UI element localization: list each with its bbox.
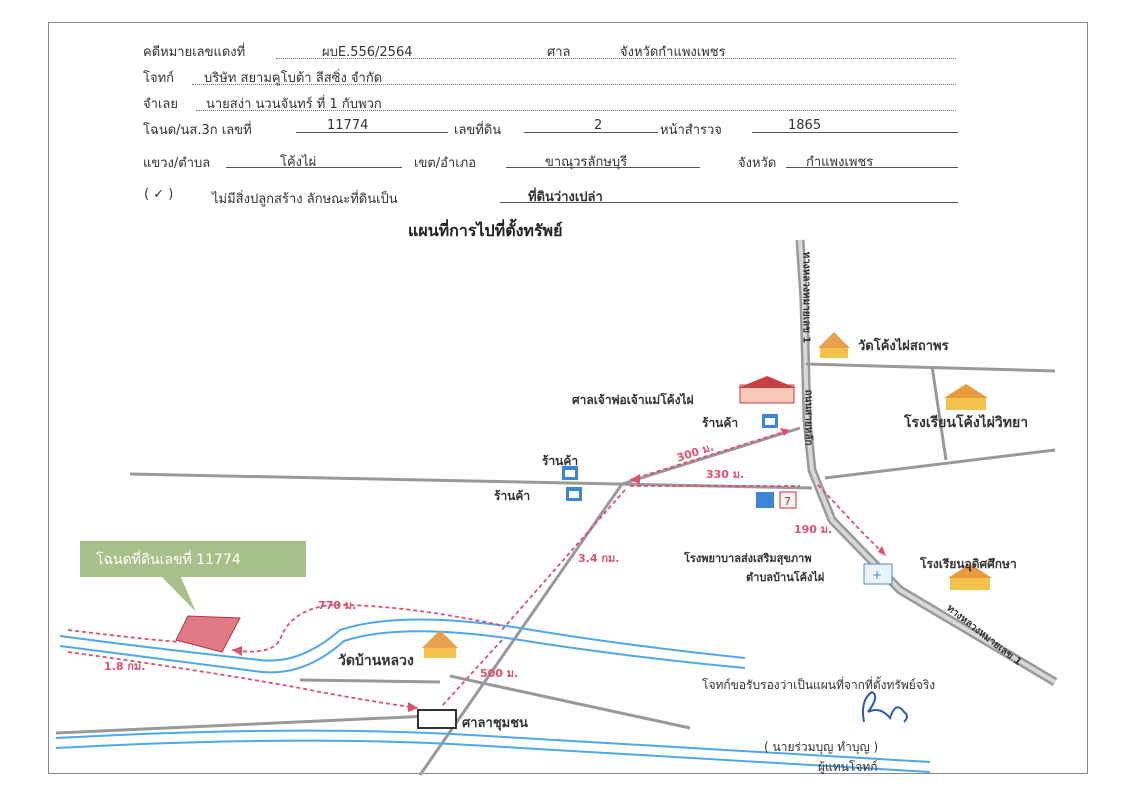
- sala-marker: [417, 709, 457, 729]
- shop-label-3: ร้านค้า: [494, 489, 531, 503]
- subdistrict-label: แขวง/ตำบล: [143, 156, 211, 171]
- hospital-label-2: ตำบลบ้านโค้งไผ่: [746, 571, 825, 584]
- distance-330: 330 ม.: [706, 468, 745, 481]
- school-kong-phai-label: โรงเรียนโค้งไผ่วิทยา: [904, 415, 1029, 431]
- deed-no: 11774: [327, 118, 369, 133]
- court-label: ศาล: [547, 45, 571, 60]
- land-no: 2: [594, 118, 603, 133]
- road-top-right: [805, 362, 1056, 373]
- svg-text:7: 7: [784, 495, 791, 508]
- distance-500: 500 ม.: [480, 667, 519, 680]
- school-icon: [944, 384, 988, 410]
- road-horizontal: [129, 472, 813, 490]
- shop-label-1: ร้านค้า: [702, 416, 739, 430]
- case-row: คดีหมายเลขแดงที่: [143, 41, 245, 62]
- road-school: [930, 365, 948, 461]
- callout-label: โฉนดที่ดินเลขที่ 11774: [96, 552, 241, 568]
- deed-label: โฉนด/นส.3ก เลขที่: [143, 123, 252, 138]
- signer-role: ผู้แทนโจทก์: [818, 760, 878, 774]
- province-line: [786, 167, 958, 168]
- distance-1-8km: 1.8 กม.: [104, 660, 146, 673]
- district-line: [506, 167, 700, 168]
- callout-box: [80, 541, 306, 577]
- temple-icon: [422, 630, 458, 658]
- canal-upper: [59, 618, 746, 662]
- case-no: ผบE.556/2564: [322, 45, 413, 60]
- district-value: ขาณุวรลักษบุรี: [545, 155, 628, 170]
- distance-770: 770 ม.: [318, 599, 357, 612]
- store-icon: 7: [756, 491, 797, 509]
- land-no-label: เลขที่ดิน: [454, 123, 502, 138]
- check-mark: ( ✓ ): [144, 187, 174, 202]
- distance-190: 190 ม.: [794, 523, 833, 536]
- road-wat-lower: [449, 674, 691, 730]
- school-icon: [948, 564, 992, 590]
- shop-icon: [566, 487, 582, 501]
- subdistrict-value: โค้งไผ่: [280, 155, 317, 170]
- wat-ban-luang-label: วัดบ้านหลวง: [338, 653, 414, 669]
- shop-label-2: ร้านค้า: [542, 454, 579, 468]
- deed-line-1: [296, 132, 448, 133]
- deed-line-3: [752, 132, 958, 133]
- road-shrine: [621, 426, 801, 486]
- road-label-top: ทางหลวงหมายเลข 1: [800, 251, 812, 344]
- shrine-label: ศาลเจ้าพ่อเจ้าแม่โค้งไผ่: [572, 393, 694, 407]
- route-3-4km: [499, 489, 626, 633]
- no-building-text: ไม่มีสิ่งปลูกสร้าง ลักษณะที่ดินเป็น: [212, 192, 398, 207]
- signer-name: ( นายร่วมบุญ ทำบุญ ): [764, 740, 879, 754]
- land-type-line: [500, 202, 958, 203]
- wat-kong-phai-label: วัดโค้งไผ่สถาพร: [858, 339, 949, 354]
- district-label: เขต/อำเภอ: [414, 156, 477, 171]
- road-label-mid: ถนนสายหลัก: [802, 389, 814, 446]
- road-bottom-left: [55, 714, 431, 735]
- defendant-value: นายสง่า นวนจันทร์ ที่ 1 กับพวก: [206, 97, 382, 112]
- temple-icon: [818, 332, 850, 358]
- land-type: ที่ดินว่างเปล่า: [528, 190, 603, 205]
- shop-icon: [762, 414, 778, 428]
- route-1-8km: [67, 629, 419, 709]
- survey-label: หน้าสำรวจ: [660, 123, 722, 138]
- shrine-icon: [738, 376, 796, 404]
- distance-3-4km: 3.4 กม.: [578, 552, 620, 565]
- route-770: [231, 604, 501, 653]
- certify-text: โจทก์ขอรับรองว่าเป็นแผนที่จากที่ตั้งทรัพ…: [702, 678, 936, 692]
- court-value: จังหวัดกำแพงเพชร: [620, 45, 726, 60]
- case-label: คดีหมายเลขแดงที่: [143, 45, 246, 60]
- case-line: [276, 58, 956, 59]
- land-plot: [175, 615, 241, 653]
- shop-icon: [562, 466, 578, 480]
- map-title: แผนที่การไปที่ตั้งทรัพย์: [408, 221, 563, 240]
- callout-pointer: [160, 575, 196, 612]
- survey-no: 1865: [788, 118, 822, 133]
- deed-line-2: [524, 132, 658, 133]
- hospital-icon: +: [863, 563, 893, 585]
- subdistrict-line: [226, 167, 402, 168]
- province-label: จังหวัด: [738, 156, 777, 171]
- road-right-branch: [824, 448, 1056, 480]
- hospital-label-1: โรงพยาบาลส่งเสริมสุขภาพ: [684, 552, 812, 565]
- province-value: กำแพงเพชร: [806, 155, 874, 170]
- road-left-lower: [299, 678, 441, 684]
- highway-road: [795, 239, 1058, 686]
- sala-label: ศาลาชุมชน: [462, 716, 528, 731]
- route-190: [817, 484, 887, 557]
- document-frame: [48, 22, 1088, 774]
- svg-text:+: +: [872, 568, 882, 582]
- plaintiff-label: โจทก์: [143, 71, 175, 86]
- defendant-line: [196, 110, 956, 111]
- route-500: [441, 639, 503, 707]
- plaintiff-value: บริษัท สยามคูโบต้า ลีสซิ่ง จำกัด: [204, 71, 383, 86]
- plaintiff-line: [192, 84, 956, 85]
- school-udom-label: โรงเรียนอุดิศศึกษา: [920, 557, 1017, 571]
- canal-lower: [55, 729, 931, 763]
- signature: [862, 690, 908, 723]
- defendant-label: จำเลย: [143, 97, 178, 112]
